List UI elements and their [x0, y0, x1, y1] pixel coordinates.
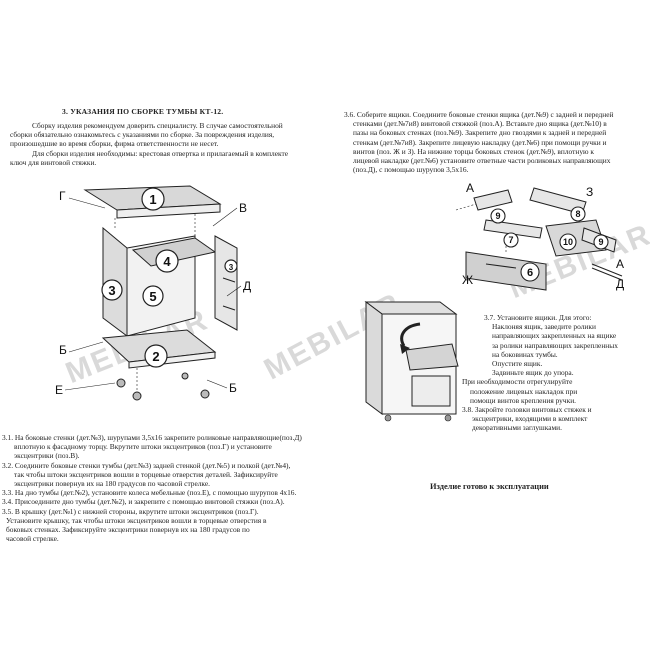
step-line: 3.8. Закройте головки винтовых стяжек и — [462, 405, 592, 415]
step-line: декоративными заглушками. — [472, 423, 562, 433]
step-line: 3.3. На дно тумбы (дет.№2), установите к… — [2, 488, 297, 498]
intro-line: ключ для винтовой стяжки. — [10, 157, 97, 167]
callout-letter: А — [616, 257, 624, 271]
part-number: 3 — [229, 263, 234, 272]
step-line: Установите крышку, так чтобы штоки эксце… — [6, 515, 267, 525]
step-37-block: 3.7. Установите ящики. Для этого: Наклон… — [462, 313, 618, 433]
step-line: 3.4. Присоедините дно тумбы (дет.№2), и … — [2, 497, 285, 507]
intro-line: Для сборки изделия необходимы: крестовая… — [32, 148, 289, 158]
part-number: 4 — [163, 254, 171, 269]
part-number: 7 — [508, 235, 513, 245]
part-number: 5 — [149, 289, 156, 304]
drawer-installation-diagram — [364, 301, 459, 422]
cabinet-assembly-diagram: 1 2 3 3 4 5 Г В Д Б Б Е — [55, 185, 251, 401]
step-line: на боковинах тумбы. — [492, 349, 558, 359]
part-number: 9 — [495, 211, 500, 221]
intro-line: произошедшие во время сборки, фирма отве… — [10, 139, 219, 149]
step-line: Наклоняя ящик, заведите ролики — [492, 322, 596, 332]
intro-line: сборки обязательно ознакомьтесь с указан… — [10, 130, 275, 140]
callout-letter: Б — [229, 381, 237, 395]
left-steps-block: 3.1. На боковые стенки (дет.№3), шурупам… — [2, 433, 302, 543]
step-line: эксцентрики (поз.В). — [14, 451, 80, 461]
part-number: 8 — [575, 209, 580, 219]
step-line: 3.6. Соберите ящики. Соедините боковые с… — [344, 110, 614, 119]
step-line: положение лицевых накладок при — [470, 386, 578, 396]
step-36-block: 3.6. Соберите ящики. Соедините боковые с… — [344, 110, 614, 174]
callout-letter: Д — [243, 279, 251, 293]
callout-letter: Г — [59, 189, 66, 203]
part-number: 3 — [108, 283, 115, 298]
step-line: 3.2. Соедините боковые стенки тумбы (дет… — [2, 460, 291, 470]
step-line: так чтобы штоки эксцентриков вошли в тор… — [14, 469, 278, 479]
step-line: винтов (поз. Ж и З). На нижние торцы бок… — [353, 146, 594, 156]
step-line: боковых стенках. Зафиксируйте эксцентрик… — [6, 525, 250, 535]
step-line: стенкам (дет.№7и8). Закрепите лицевую на… — [353, 137, 607, 147]
step-line: 3.7. Установите ящики. Для этого: — [484, 313, 592, 322]
step-line: 3.5. В крышку (дет.№1) с нижней стороны,… — [2, 506, 259, 516]
step-line: 3.1. На боковые стенки (дет.№3), шурупам… — [2, 433, 302, 442]
callout-letter: Д — [616, 277, 624, 291]
step-line: При необходимости отрегулируйте — [462, 377, 573, 387]
step-line: направляющих закрепленных на ящике — [492, 331, 617, 341]
intro-line: Сборку изделия рекомендуем доверить спец… — [32, 121, 283, 130]
part-number: 1 — [149, 192, 156, 207]
step-line: эксцентрики повернув их на 180 градусов … — [14, 479, 210, 489]
callout-letter: Б — [59, 343, 67, 357]
step-line: пазы на боковых стенках (поз.№9). Закреп… — [353, 128, 607, 138]
callout-letter: Ж — [462, 273, 473, 287]
part-number: 2 — [152, 349, 159, 364]
step-line: часовой стрелке. — [6, 534, 59, 544]
step-line: стенками (дет.№7и8) винтовой стяжкой (по… — [353, 119, 607, 129]
drawer-assembly-diagram: 9 9 7 8 10 6 А З Ж А Д — [455, 181, 624, 291]
part-number: 10 — [563, 237, 573, 247]
step-line: за ролики направляющих закрепленных — [492, 340, 618, 350]
callout-letter: З — [586, 185, 593, 199]
callout-letter: А — [466, 181, 474, 195]
section-title: 3. УКАЗАНИЯ ПО СБОРКЕ ТУМБЫ КТ-12. — [62, 107, 224, 116]
step-line: (поз.Д), с помощью шурупов 3,5х16. — [353, 165, 469, 175]
step-line: Опустите ящик. — [492, 359, 543, 369]
step-line: помощи винтов крепления ручки. — [470, 395, 576, 405]
step-line: вплотную к фасадному торцу. Вкрутите што… — [14, 442, 272, 452]
callout-letter: Е — [55, 383, 63, 397]
callout-letter: В — [239, 201, 247, 215]
part-number: 9 — [598, 237, 603, 247]
step-line: лицевой накладке (дет.№6) установите отв… — [353, 156, 611, 166]
step-line: Задвиньте ящик до упора. — [492, 368, 574, 378]
final-note: Изделие готово к эксплуатации — [430, 482, 549, 491]
step-line: эксцентрики, входящими в комплект — [472, 414, 588, 424]
part-number: 6 — [527, 267, 533, 279]
intro-block: Сборку изделия рекомендуем доверить спец… — [10, 121, 288, 167]
